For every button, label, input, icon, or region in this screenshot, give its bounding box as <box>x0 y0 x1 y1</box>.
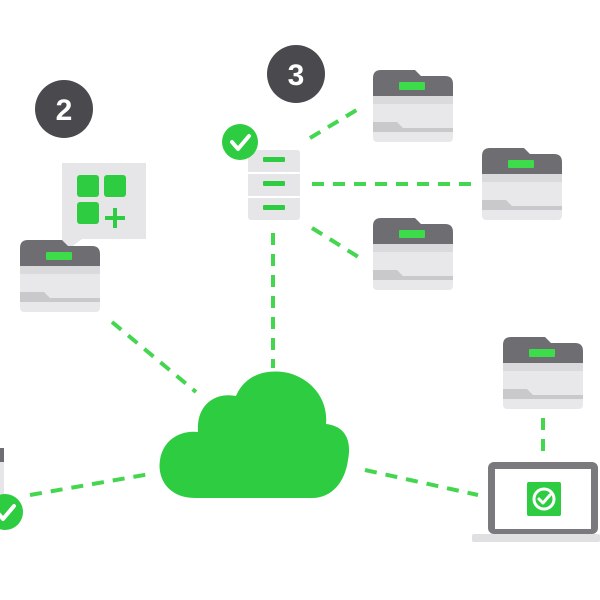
step-badge-3-label: 3 <box>288 59 305 92</box>
check-icon-queue <box>220 122 260 162</box>
connector-left-printer-to-cloud <box>110 320 198 394</box>
connector-bottom-left-to-cloud <box>29 472 151 497</box>
cloud-icon <box>159 371 350 498</box>
printer-icon-mid <box>482 148 562 220</box>
step-badge-3: 3 <box>267 45 325 103</box>
printer-icon-left <box>20 240 100 312</box>
printer-icon-bottom-left <box>0 448 4 502</box>
connector-cloud-to-laptop <box>364 468 479 497</box>
step-badge-2-label: 2 <box>56 94 73 127</box>
check-icon-bottom-left <box>0 492 25 532</box>
queue-document-icon <box>248 150 300 220</box>
app-grid-add-icon <box>62 163 146 254</box>
printer-icon-low <box>373 218 453 290</box>
connector-queue-to-printer-top <box>308 106 362 140</box>
connector-queue-to-printer-low <box>310 226 362 260</box>
step-badge-2: 2 <box>35 80 93 138</box>
printer-icon-laptop <box>503 337 583 409</box>
printer-icon-top <box>373 70 453 142</box>
connector-lines <box>29 106 545 497</box>
laptop-icon <box>472 462 600 542</box>
